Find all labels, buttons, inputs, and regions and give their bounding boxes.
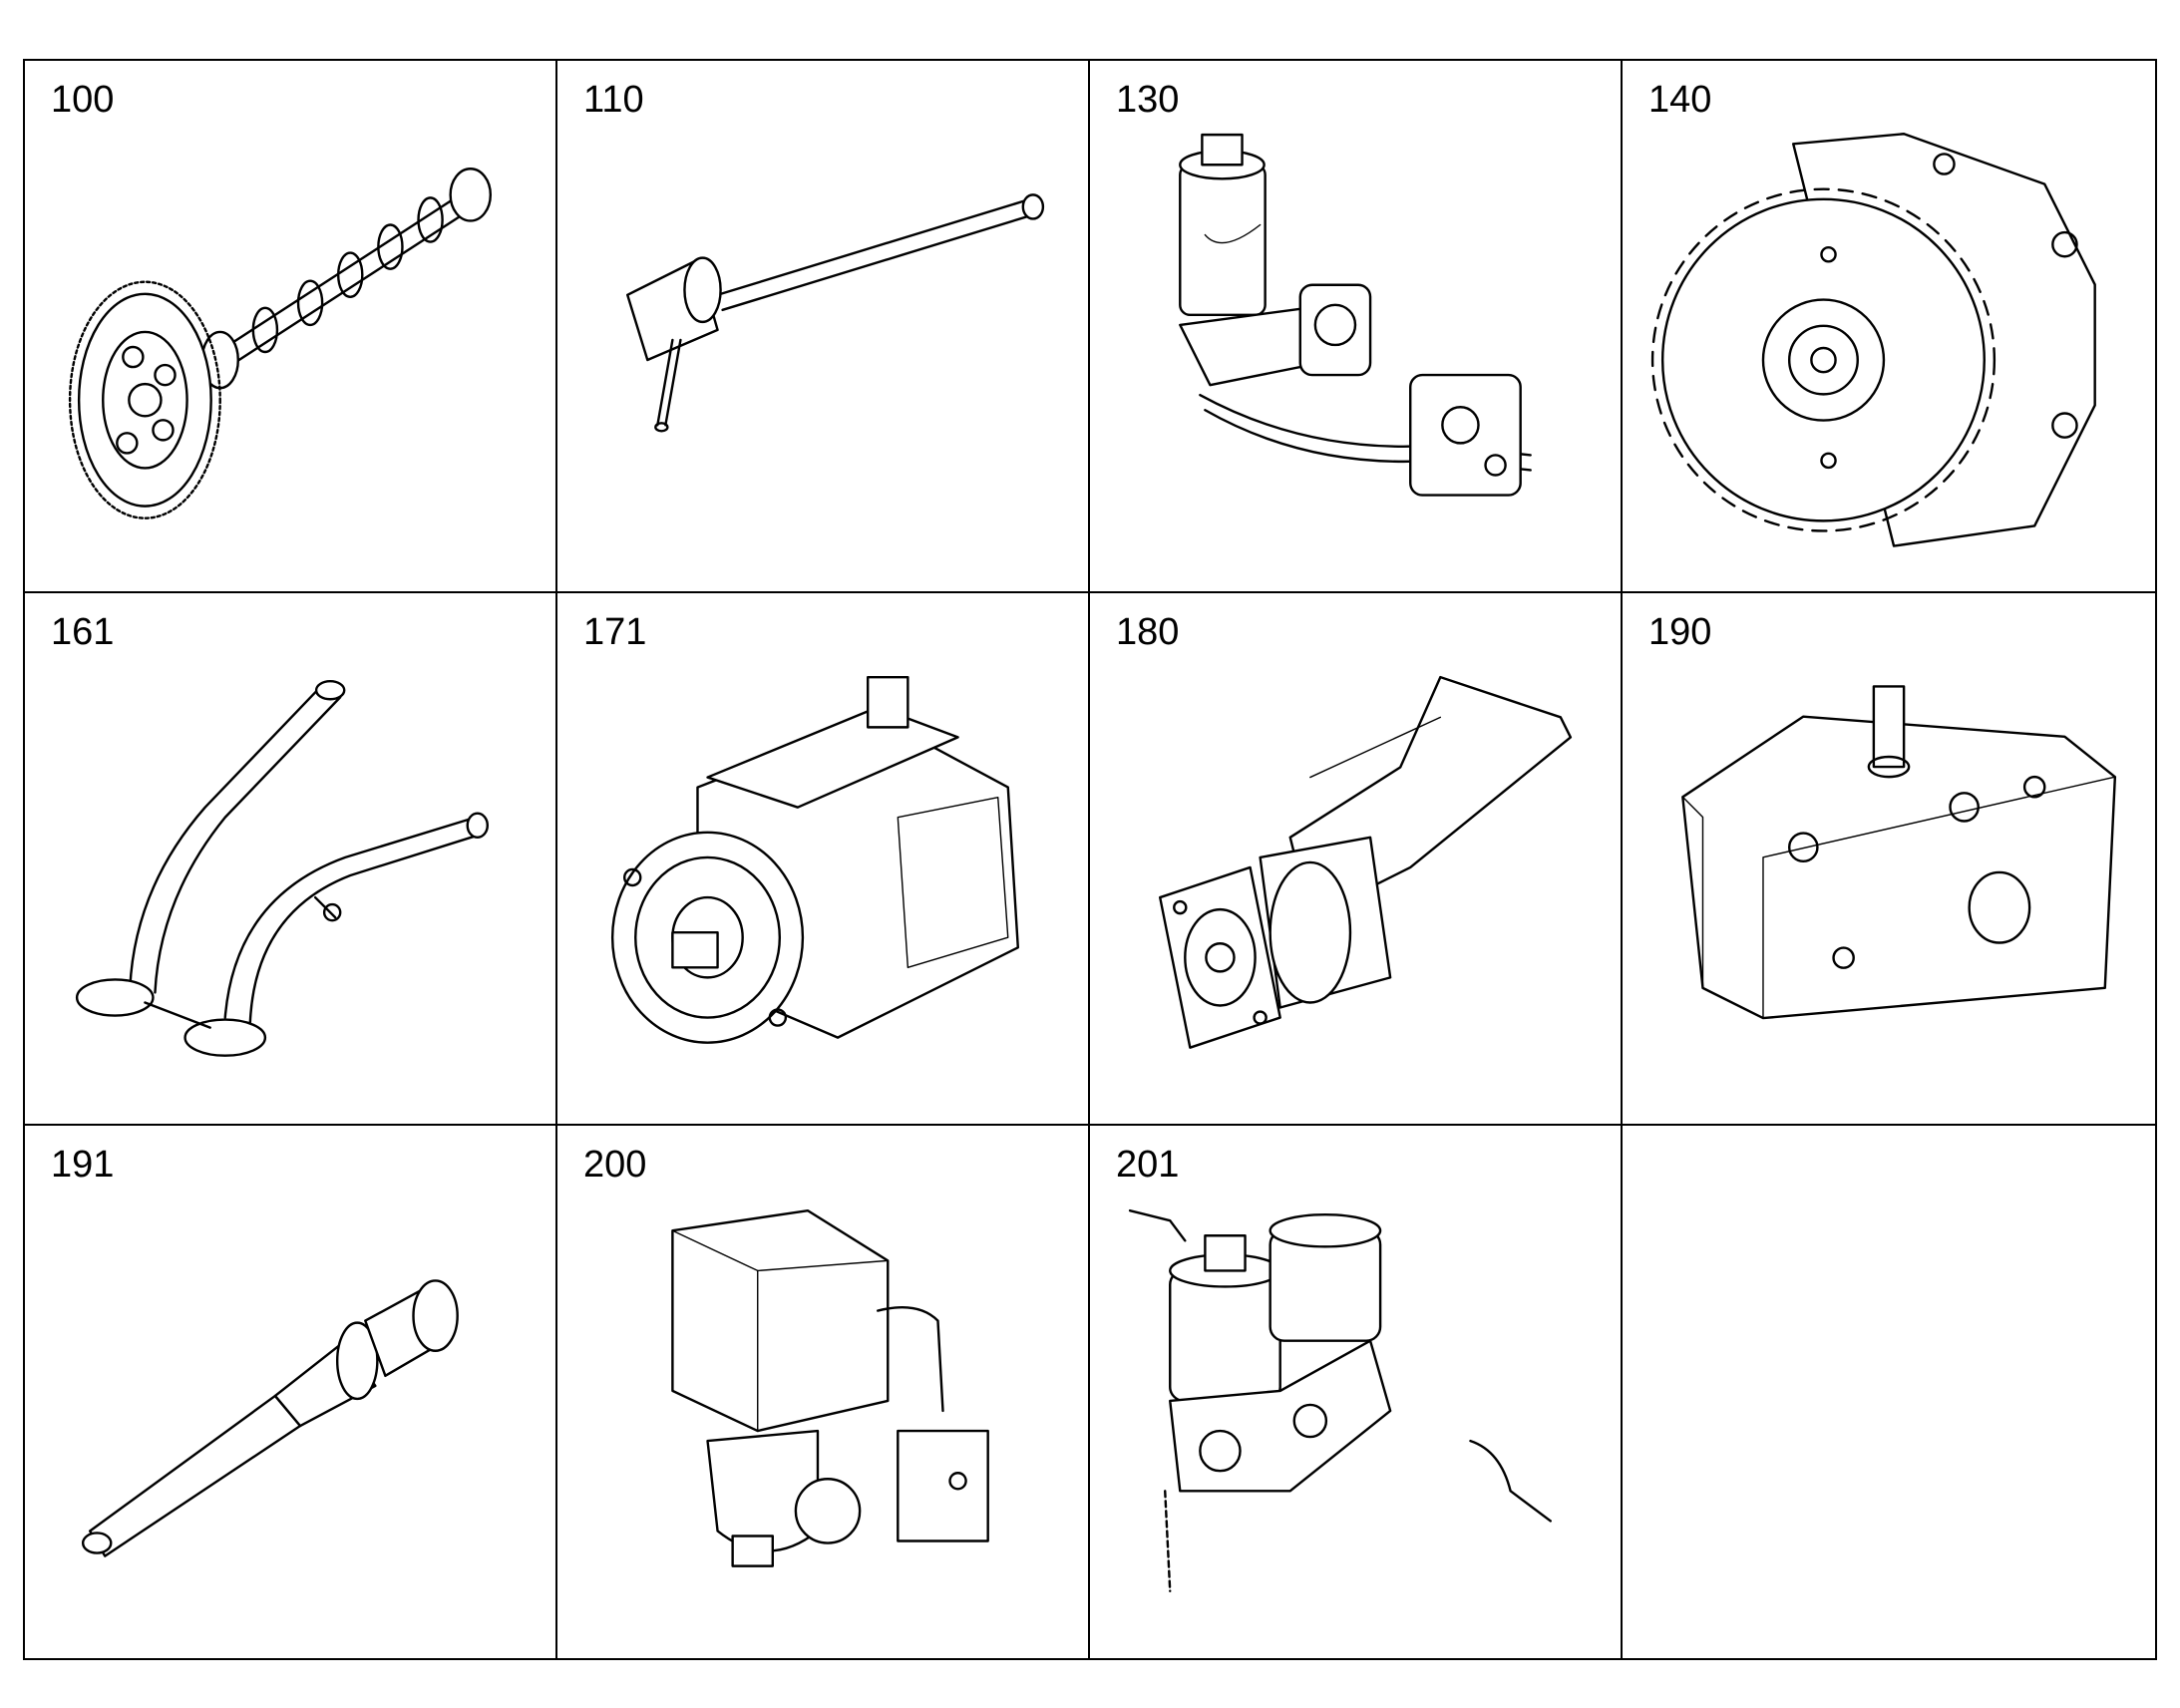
part-cell-110[interactable]: 110 bbox=[557, 61, 1090, 593]
part-cell-180[interactable]: 180 bbox=[1090, 593, 1623, 1126]
part-number: 110 bbox=[583, 79, 644, 121]
part-number: 201 bbox=[1116, 1144, 1180, 1186]
part-number: 130 bbox=[1116, 79, 1180, 121]
cylinder-head-icon bbox=[1642, 653, 2135, 1112]
part-cell-201[interactable]: 201 bbox=[1090, 1126, 1623, 1658]
part-number: 171 bbox=[583, 611, 647, 653]
part-number: 100 bbox=[51, 79, 115, 121]
part-cell-200[interactable]: 200 bbox=[557, 1126, 1090, 1658]
part-number: 140 bbox=[1648, 79, 1712, 121]
pipe-icon bbox=[45, 653, 536, 1112]
part-cell-140[interactable]: 140 bbox=[1623, 61, 2155, 593]
part-number: 200 bbox=[583, 1144, 647, 1186]
filter-module-icon bbox=[1110, 1186, 1601, 1646]
gear-pump-icon bbox=[1642, 121, 2135, 579]
part-cell-161[interactable]: 161 bbox=[25, 593, 557, 1126]
pump-housing-icon bbox=[1110, 653, 1601, 1112]
part-cell-191[interactable]: 191 bbox=[25, 1126, 557, 1658]
tube-icon bbox=[577, 121, 1068, 579]
part-number: 190 bbox=[1648, 611, 1712, 653]
empty-cell bbox=[1623, 1126, 2155, 1658]
parts-grid: 100 110 bbox=[23, 59, 2157, 1660]
part-cell-171[interactable]: 171 bbox=[557, 593, 1090, 1126]
part-number: 191 bbox=[51, 1144, 115, 1186]
fuel-filter-assembly-icon bbox=[1110, 121, 1601, 579]
part-cell-100[interactable]: 100 bbox=[25, 61, 557, 593]
camshaft-icon bbox=[45, 121, 536, 579]
part-cell-130[interactable]: 130 bbox=[1090, 61, 1623, 593]
part-cell-190[interactable]: 190 bbox=[1623, 593, 2155, 1126]
injector-icon bbox=[45, 1186, 536, 1646]
high-pressure-pump-icon bbox=[577, 653, 1068, 1112]
part-number: 180 bbox=[1116, 611, 1180, 653]
water-separator-icon bbox=[577, 1186, 1068, 1646]
part-number: 161 bbox=[51, 611, 115, 653]
